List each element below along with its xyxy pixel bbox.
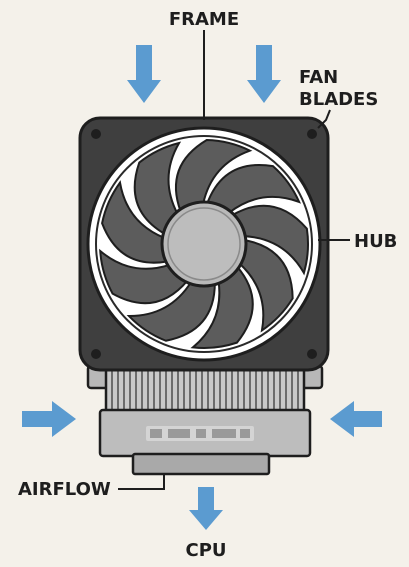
fan-blades-label-line1: FAN <box>299 67 338 88</box>
leader-lines <box>118 30 350 490</box>
screw-icon <box>307 349 317 359</box>
cpu-contact-plate <box>131 452 271 476</box>
fan-blade <box>205 164 301 214</box>
arrow-right-icon <box>22 401 76 437</box>
frame-label: FRAME <box>169 9 239 30</box>
cpu-label: CPU <box>185 540 226 561</box>
arrow-left-icon <box>330 401 382 437</box>
arrow-down-icon <box>189 487 223 530</box>
arrow-down-icon <box>127 45 161 103</box>
airflow-leader <box>118 474 165 490</box>
hub-label: HUB <box>354 231 397 252</box>
fan-blade <box>133 141 182 236</box>
heatsink <box>86 362 324 476</box>
fan-blades-leader <box>317 109 331 129</box>
fan-blade <box>126 280 216 342</box>
fan-assembly <box>78 116 330 372</box>
fan-blades-label-line2: BLADES <box>299 89 378 110</box>
fan-blade <box>238 238 294 333</box>
fan-blade <box>190 265 254 349</box>
fan-blade <box>101 180 170 264</box>
fan-blade <box>230 204 309 276</box>
screw-icon <box>307 129 317 139</box>
fan-blade <box>174 139 253 213</box>
airflow-arrows <box>22 45 382 530</box>
fan-blade <box>99 248 189 305</box>
screw-icon <box>91 129 101 139</box>
fan-blades <box>99 139 309 349</box>
arrow-down-icon <box>247 45 281 103</box>
airflow-label: AIRFLOW <box>18 479 111 500</box>
screw-icon <box>91 349 101 359</box>
